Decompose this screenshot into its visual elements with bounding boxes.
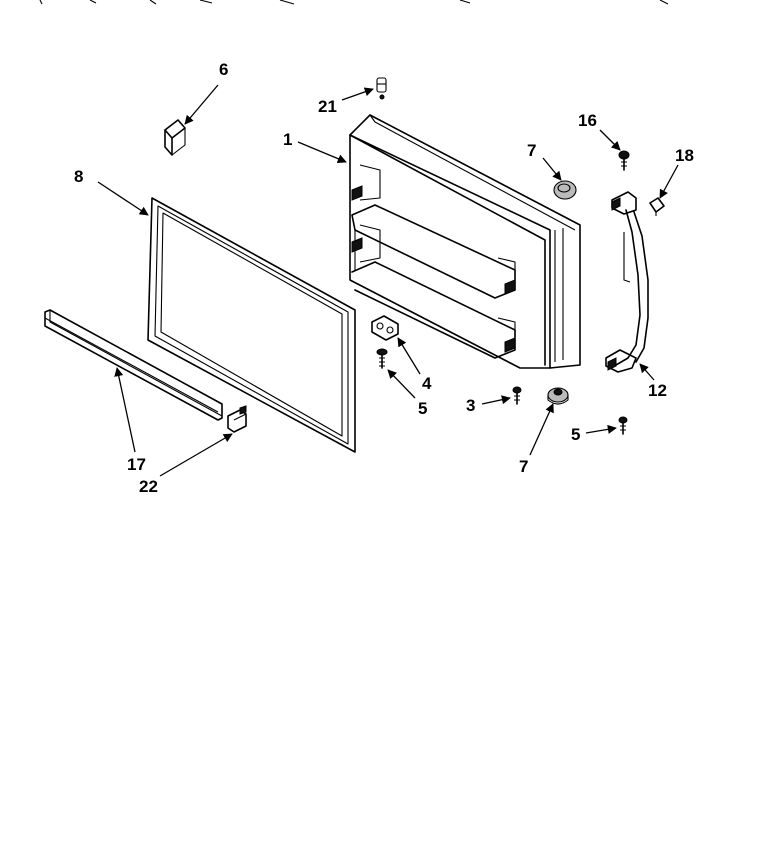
callout-labels: 21 6 1 8 7 16 18 4 5 3 7 12 5 17 22 — [74, 60, 694, 496]
breaker-strip-part-17 — [44, 309, 223, 421]
callout-8: 8 — [74, 167, 83, 186]
bushing-part-7-bottom — [547, 387, 569, 405]
callout-6: 6 — [219, 60, 228, 79]
callout-5-left: 5 — [418, 399, 427, 418]
screw-part-5-left — [376, 348, 388, 369]
plate-part-18 — [649, 197, 665, 216]
handle-part-12 — [605, 191, 649, 373]
callout-4: 4 — [422, 374, 432, 393]
callout-21: 21 — [318, 97, 337, 116]
screw-part-3 — [512, 386, 522, 405]
callout-5-right: 5 — [571, 425, 580, 444]
leader-lines — [97, 84, 679, 477]
callout-3: 3 — [466, 396, 475, 415]
callout-17: 17 — [127, 455, 146, 474]
hinge-stop-part-4 — [371, 315, 399, 341]
door-assembly-part-1 — [349, 114, 581, 369]
screw-part-5-right — [618, 416, 628, 435]
door-gasket-part-8 — [147, 197, 356, 453]
callout-7-top: 7 — [527, 141, 536, 160]
plug-part-21 — [376, 77, 387, 100]
callout-16: 16 — [578, 111, 597, 130]
callout-12: 12 — [648, 381, 667, 400]
top-edge-artifacts — [39, 0, 669, 5]
cap-part-7-top — [553, 180, 577, 200]
callout-18: 18 — [675, 146, 694, 165]
bracket-part-6 — [164, 119, 186, 156]
callout-7-bottom: 7 — [519, 457, 528, 476]
clip-part-22 — [227, 405, 247, 433]
screw-part-16 — [618, 150, 630, 171]
callout-22: 22 — [139, 477, 158, 496]
callout-1: 1 — [283, 130, 292, 149]
